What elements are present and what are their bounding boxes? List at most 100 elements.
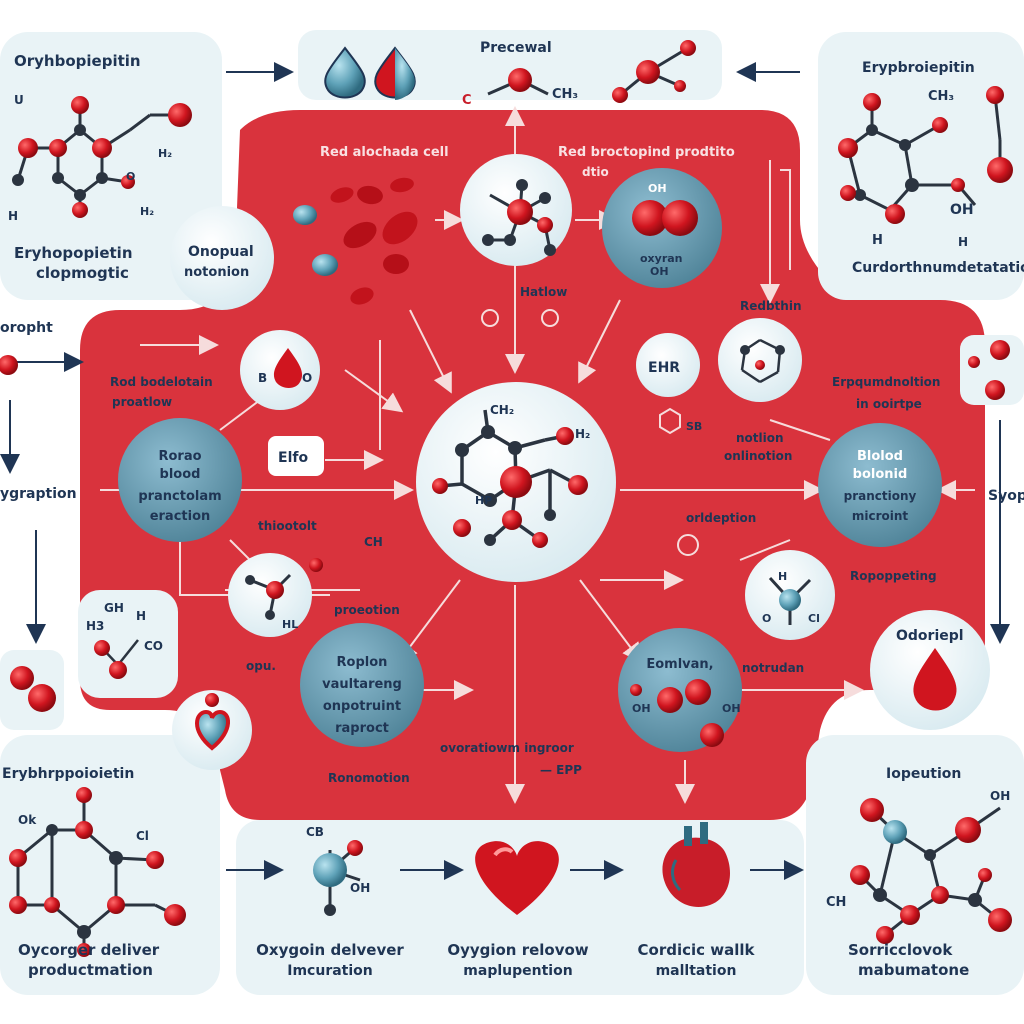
drop-atom: O [302,371,312,385]
left-bubble-line: eraction [150,509,211,524]
elfo-label: Elfo [278,450,308,466]
center-label: Hatlow [520,285,567,299]
br-bubble-line: Eomlvan, [646,657,713,672]
center-label: thiootolt [258,519,317,533]
bottom-label: Oyygion relovow [447,941,588,959]
center-atom: H₂ [575,427,590,441]
tr-atom: H [958,235,968,249]
side-left-2: ygraption [0,486,77,502]
tl-title: Oryhbopiepitin [14,52,141,70]
outer-arrows [0,62,1010,880]
center-atom: CH₂ [490,403,514,417]
center-label: in ooirtpe [856,397,922,411]
left-bubble-line: blood [160,467,201,482]
bottom-label: maplupention [463,963,572,979]
center-label: Redbthin [740,299,802,313]
tc-atom: CH₃ [552,87,578,102]
bl-bubble-line: vaultareng [322,677,402,692]
center-atom: HP [475,494,492,507]
node-opopual-circle[interactable] [170,206,274,310]
center-label: orldeption [686,511,756,525]
node-left-bubble[interactable] [118,418,242,542]
odoriepl-label: Odoriepl [896,628,964,644]
panel-bottom-right [806,735,1024,995]
gh-atom: H3 [86,619,104,633]
ring-icon [481,309,499,327]
smr-atom: O [762,612,771,625]
br-title: Iopeution [886,766,961,782]
tl-atom: O [126,170,135,183]
br-bubble-atom: OH [722,702,741,715]
br-subtitle-1: Sorricclovok [848,941,953,959]
center-label: — EPP [540,763,582,777]
tr-subtitle: Curdorthnumdetatation [852,260,1024,276]
center-label: CH [364,535,383,549]
tr-atom: OH [950,202,974,218]
tl-subtitle-1: Eryhopopietin [14,244,133,262]
bl-atom: Cl [136,829,149,843]
tr-atom: CH₃ [928,89,954,104]
tc-title: Precewal [480,40,552,56]
bl-bubble-line: onpotruint [323,699,401,714]
tr-title: Erypbroiepitin [862,60,975,76]
anatomical-heart-icon [662,822,730,908]
bottom-label: Cordicic wallk [638,941,756,959]
right-bubble-line: microint [852,509,909,523]
tl-atom: H₂ [158,147,172,160]
ring-icon-3 [677,534,699,556]
center-label: proatlow [112,395,172,409]
right-title-2: dtio [582,165,609,179]
eh3-label: EHR [648,360,680,376]
node-right-bubble[interactable] [818,423,942,547]
opopual-line: Onopual [188,244,254,260]
panel-top-left [0,32,222,300]
center-label: notrudan [742,661,804,675]
center-label: ovoratiowm ingroor [440,741,574,755]
bottom-mol-atom: CB [306,825,324,839]
node-elfo-box[interactable] [268,436,324,476]
tl-subtitle-2: clopmogtic [36,264,129,282]
smr-atom: Cl [808,612,820,625]
center-label: Ronomotion [328,771,410,785]
sml-atom: HL [282,618,298,631]
node-bottom-left-bubble[interactable] [300,623,424,747]
molecule-top-right [838,86,1013,224]
hexagon-icon [659,407,681,435]
molecule-top-center [487,40,696,103]
tc-atom: C [462,93,472,108]
tl-atom: H₂ [140,205,154,218]
center-label: onlinotion [724,449,792,463]
bottom-mol-atom: OH [350,881,370,895]
bl-subtitle-2: productmation [28,961,153,979]
flow-arrows [100,106,975,804]
red-blood-cells [293,177,418,305]
left-bubble-line: pranctolam [138,489,221,504]
center-label: Rod bodelotain [110,375,213,389]
side-left-1: oropht [0,320,53,336]
node-eh3[interactable] [636,333,700,397]
right-bubble-line: bolonid [853,467,908,482]
gh-atom: CO [144,639,163,653]
side-right-1: Syop [988,488,1024,504]
left-bubble-line: Rorao [158,449,201,464]
br-bubble-atom: OH [632,702,651,715]
node-bottom-right-bubble[interactable] [618,628,742,752]
center-label: Ropoppeting [850,569,937,583]
bottom-label: Oxygoin delvever [256,941,404,959]
oh-badge: OH [648,182,667,195]
oh-badge: OH [650,265,669,278]
center-label: proeotion [334,603,400,617]
top-drops [324,46,416,100]
tr-atom: H [872,233,883,248]
drop-atom: B [258,371,267,385]
center-label: SB [686,420,702,433]
panel-bottom-left [0,735,220,995]
node-gh-box[interactable] [78,590,178,698]
br-subtitle-2: mabumatone [858,961,969,979]
heart-icon [475,841,559,915]
bl-bubble-line: Roplon [337,655,388,670]
bl-title: Erybhrppoioietin [2,766,134,782]
bl-bubble-line: raproct [335,721,389,736]
